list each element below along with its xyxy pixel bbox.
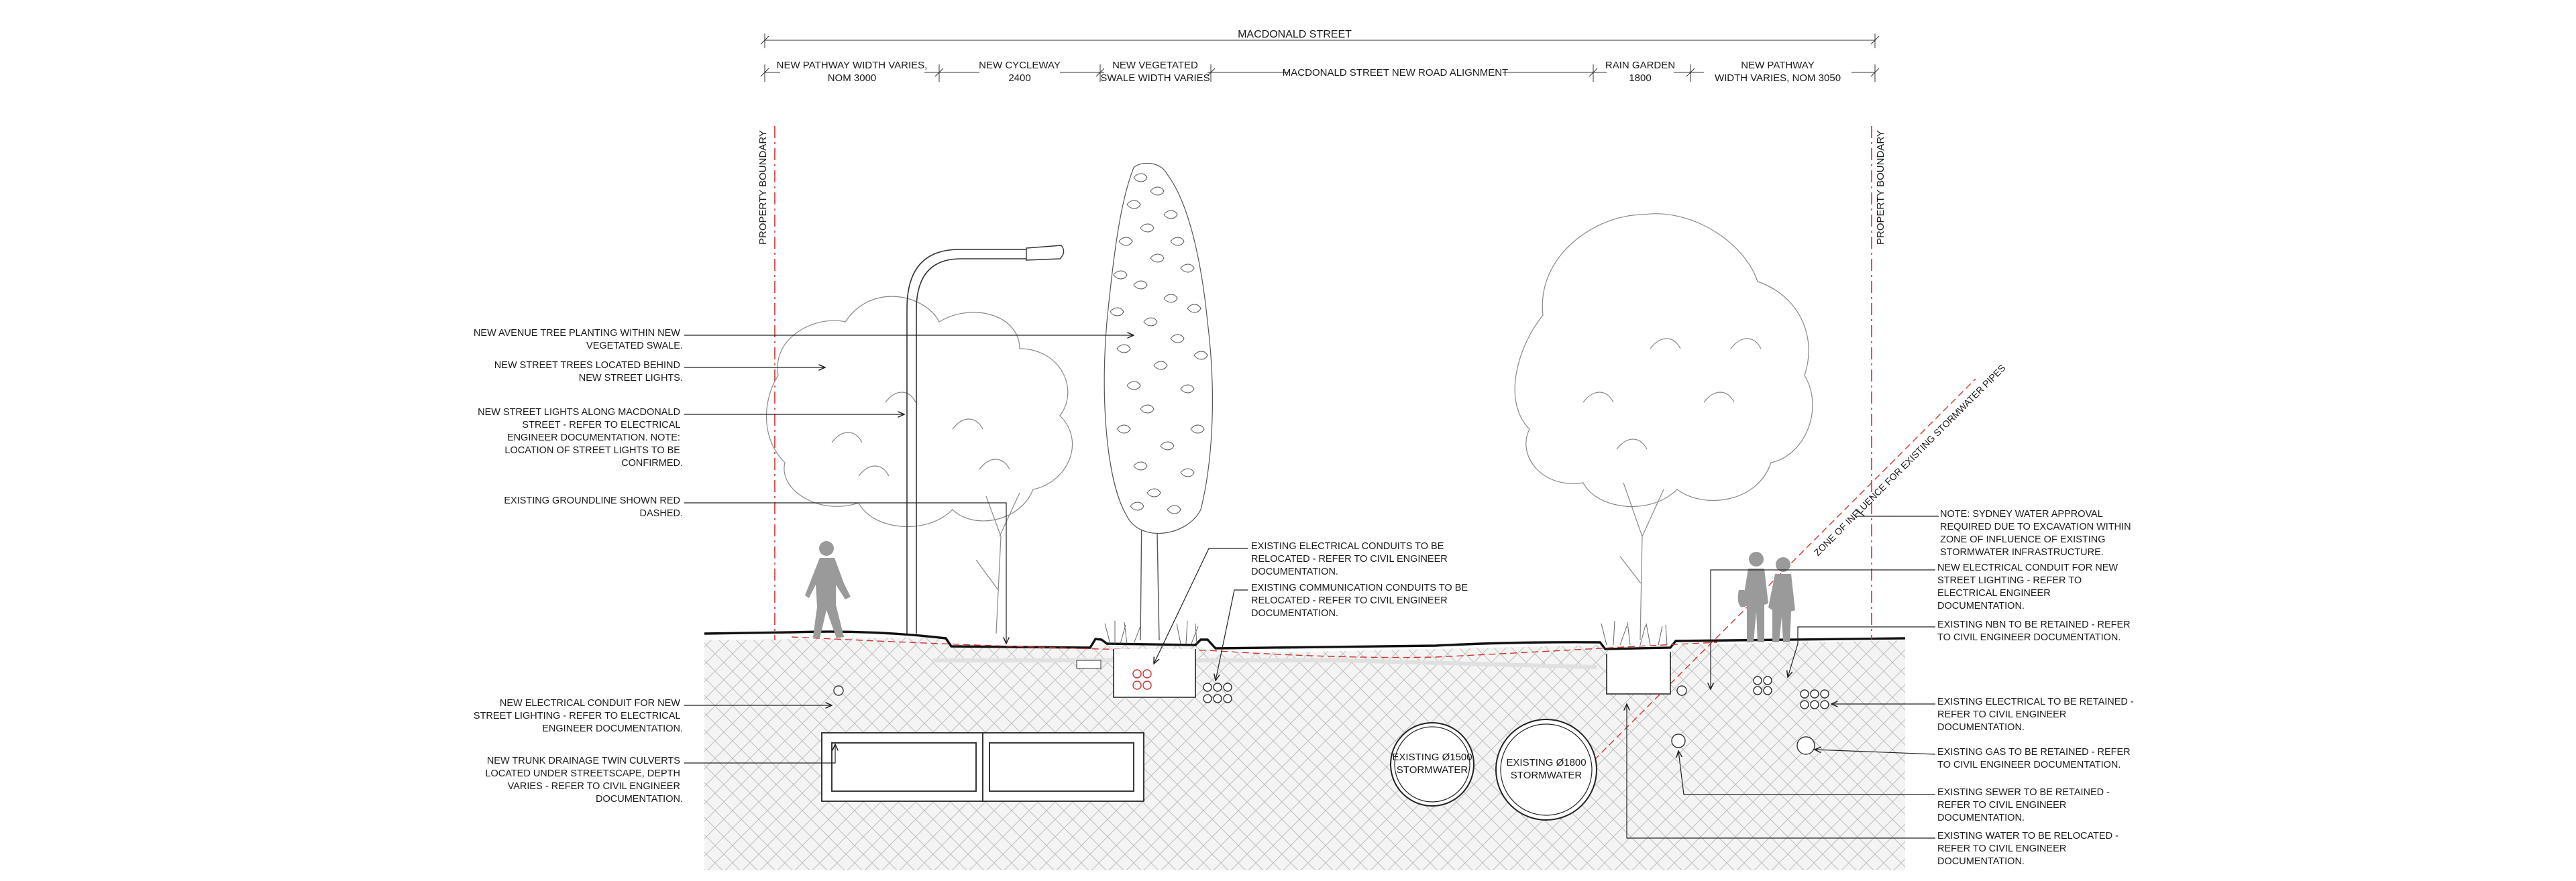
note-new-conduit-right: NEW ELECTRICAL CONDUIT FOR NEW STREET LI… <box>1937 563 2121 611</box>
property-boundary-left-label: PROPERTY BOUNDARY <box>757 130 769 245</box>
pipe-1500-line2: STORMWATER <box>1397 764 1468 776</box>
dim-pathway-right-2: WIDTH VARIES, NOM 3050 <box>1715 72 1841 84</box>
property-boundary-left: PROPERTY BOUNDARY <box>757 126 775 640</box>
pipe-1800-line1: EXISTING Ø1800 <box>1506 757 1586 768</box>
right-notes: NOTE: SYDNEY WATER APPROVAL REQUIRED DUE… <box>1937 509 2137 867</box>
stormwater-pipe-1500: EXISTING Ø1500 STORMWATER <box>1390 722 1474 807</box>
note-electrical-relocated: EXISTING ELECTRICAL CONDUITS TO BE RELOC… <box>1251 541 1450 577</box>
note-twin-culverts: NEW TRUNK DRAINAGE TWIN CULVERTS LOCATED… <box>485 756 683 805</box>
dim-rain-garden-2: 1800 <box>1629 72 1651 84</box>
new-groundline <box>704 630 1906 650</box>
street-tree-right <box>1514 213 1813 641</box>
overall-dimension: MACDONALD STREET <box>760 29 1880 48</box>
note-sewer-retained: EXISTING SEWER TO BE RETAINED - REFER TO… <box>1937 787 2112 823</box>
rain-garden-planting <box>1601 620 1668 646</box>
ground-section <box>704 637 1905 870</box>
note-avenue-tree: NEW AVENUE TREE PLANTING WITHIN NEW VEGE… <box>474 328 683 351</box>
dim-swale-2: SWALE WIDTH VARIES <box>1100 72 1210 84</box>
note-sydney-water: NOTE: SYDNEY WATER APPROVAL REQUIRED DUE… <box>1940 509 2134 558</box>
segment-dimensions: NEW PATHWAY WIDTH VARIES, NOM 3000 NEW C… <box>760 58 1880 86</box>
swale-planting <box>1104 620 1199 644</box>
pipe-1800-line2: STORMWATER <box>1511 770 1582 781</box>
stormwater-pipe-1800: EXISTING Ø1800 STORMWATER <box>1495 719 1597 821</box>
conduits <box>833 669 1829 755</box>
note-new-electrical-conduit: NEW ELECTRICAL CONDUIT FOR NEW STREET LI… <box>474 698 683 734</box>
dim-pathway-right-1: NEW PATHWAY <box>1741 60 1814 71</box>
street-light <box>906 245 1065 634</box>
note-water-relocated: EXISTING WATER TO BE RELOCATED - REFER T… <box>1937 831 2121 867</box>
leader-lines <box>684 335 1939 839</box>
left-notes: NEW AVENUE TREE PLANTING WITHIN NEW VEGE… <box>474 328 683 805</box>
pedestrian-left <box>805 541 851 638</box>
note-street-lights: NEW STREET LIGHTS ALONG MACDONALD STREET… <box>478 407 683 469</box>
note-communication-relocated: EXISTING COMMUNICATION CONDUITS TO BE RE… <box>1251 583 1470 619</box>
existing-groundline <box>791 636 1718 658</box>
note-electrical-retained: EXISTING ELECTRICAL TO BE RETAINED - REF… <box>1937 697 2137 733</box>
property-boundary-right-label: PROPERTY BOUNDARY <box>1875 130 1886 245</box>
note-street-trees: NEW STREET TREES LOCATED BEHIND NEW STRE… <box>494 360 683 384</box>
dim-rain-garden-1: RAIN GARDEN <box>1605 60 1675 71</box>
center-notes: EXISTING ELECTRICAL CONDUITS TO BE RELOC… <box>1251 541 1470 619</box>
street-tree-left <box>766 296 1073 634</box>
twin-culverts <box>821 732 1144 802</box>
pedestrians-right <box>1737 552 1795 642</box>
avenue-tree <box>1104 162 1214 641</box>
dim-road-alignment: MACDONALD STREET NEW ROAD ALIGNMENT <box>1283 67 1508 78</box>
street-title: MACDONALD STREET <box>1238 29 1352 40</box>
rain-garden-pit <box>1606 652 1671 695</box>
dim-pathway-left-2: NOM 3000 <box>828 72 877 84</box>
dim-cycleway-1: NEW CYCLEWAY <box>979 60 1061 71</box>
dim-cycleway-2: 2400 <box>1008 72 1030 84</box>
note-gas-retained: EXISTING GAS TO BE RETAINED - REFER TO C… <box>1937 747 2133 770</box>
dim-pathway-left-1: NEW PATHWAY WIDTH VARIES, <box>777 60 928 71</box>
note-nbn-retained: EXISTING NBN TO BE RETAINED - REFER TO C… <box>1937 620 2133 643</box>
note-existing-groundline: EXISTING GROUNDLINE SHOWN RED DASHED. <box>504 495 683 519</box>
dim-swale-1: NEW VEGETATED <box>1112 60 1198 71</box>
pipe-1500-line1: EXISTING Ø1500 <box>1392 752 1472 763</box>
property-boundary-right: PROPERTY BOUNDARY <box>1871 126 1886 640</box>
